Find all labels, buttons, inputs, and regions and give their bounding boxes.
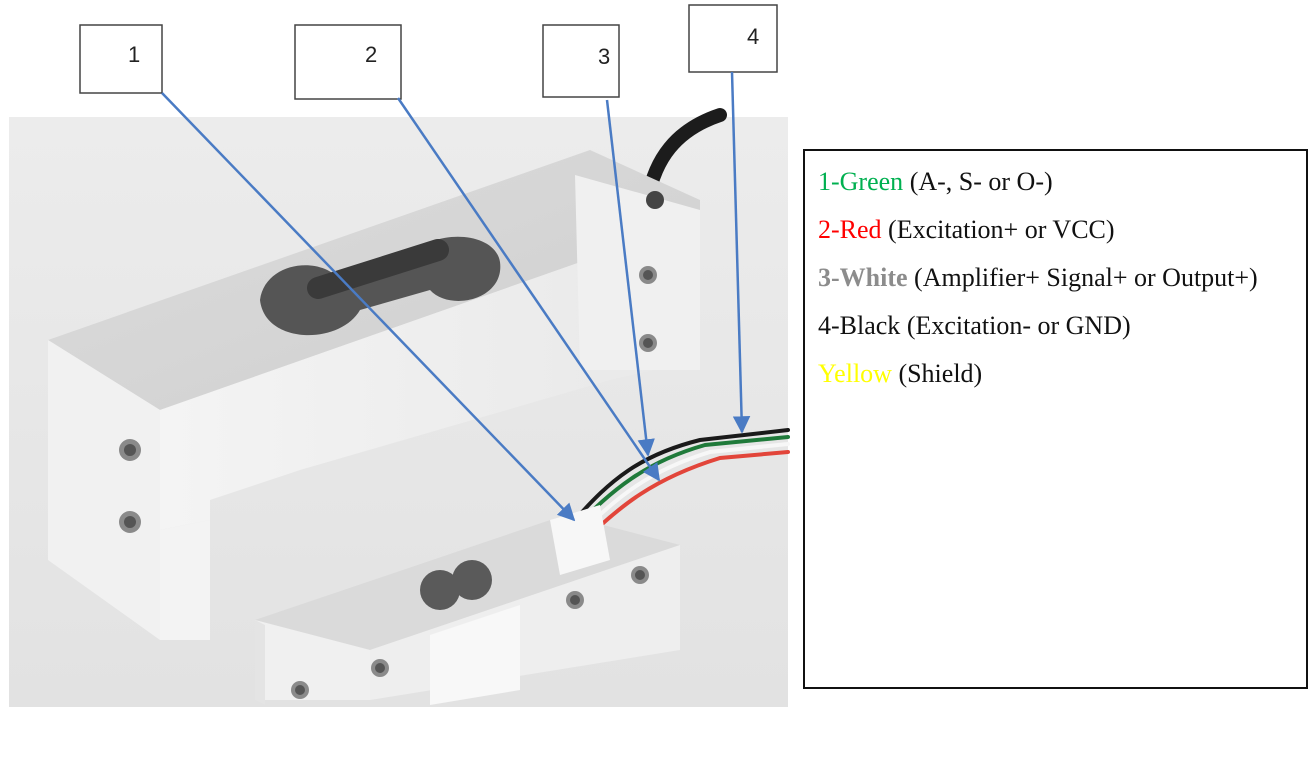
legend-desc-white: (Amplifier+ Signal+ or Output+): [907, 263, 1258, 292]
callout-number-3: 3: [598, 44, 611, 69]
callout-box-2: [294, 24, 402, 100]
callout-number-4: 4: [747, 24, 760, 49]
legend-row-black: 4-Black (Excitation- or GND): [818, 309, 1293, 343]
legend-row-red: 2-Red (Excitation+ or VCC): [818, 213, 1293, 247]
callout-box-1: [79, 24, 163, 94]
callout-number-1: 1: [128, 42, 141, 67]
legend-label-black: 4-Black: [818, 311, 901, 340]
legend-desc-yellow: (Shield): [891, 359, 983, 388]
legend-row-green: 1-Green (A-, S- or O-): [818, 165, 1293, 199]
legend-row-yellow: Yellow (Shield): [818, 357, 1293, 391]
legend-desc-black: (Excitation- or GND): [900, 311, 1131, 340]
legend-label-white: 3-White: [818, 263, 908, 292]
legend-desc-green: (A-, S- or O-): [903, 167, 1053, 196]
large-load-cell: [48, 150, 700, 640]
legend-row-white: 3-White (Amplifier+ Signal+ or Output+): [818, 261, 1293, 295]
callout-box-4: [688, 4, 778, 73]
callout-box-3: [542, 24, 620, 98]
callout-number-2: 2: [365, 42, 378, 67]
arrow-1: [161, 92, 576, 522]
arrow-4: [730, 71, 751, 434]
arrow-2: [396, 97, 661, 482]
arrow-3: [605, 99, 655, 457]
legend-desc-red: (Excitation+ or VCC): [881, 215, 1115, 244]
legend-label-red: 2-Red: [818, 215, 882, 244]
legend-label-green: 1-Green: [818, 167, 904, 196]
small-load-cell: [255, 505, 680, 705]
wire-color-legend: 1-Green (A-, S- or O-) 2-Red (Excitation…: [803, 149, 1308, 689]
legend-label-yellow: Yellow: [818, 359, 892, 388]
